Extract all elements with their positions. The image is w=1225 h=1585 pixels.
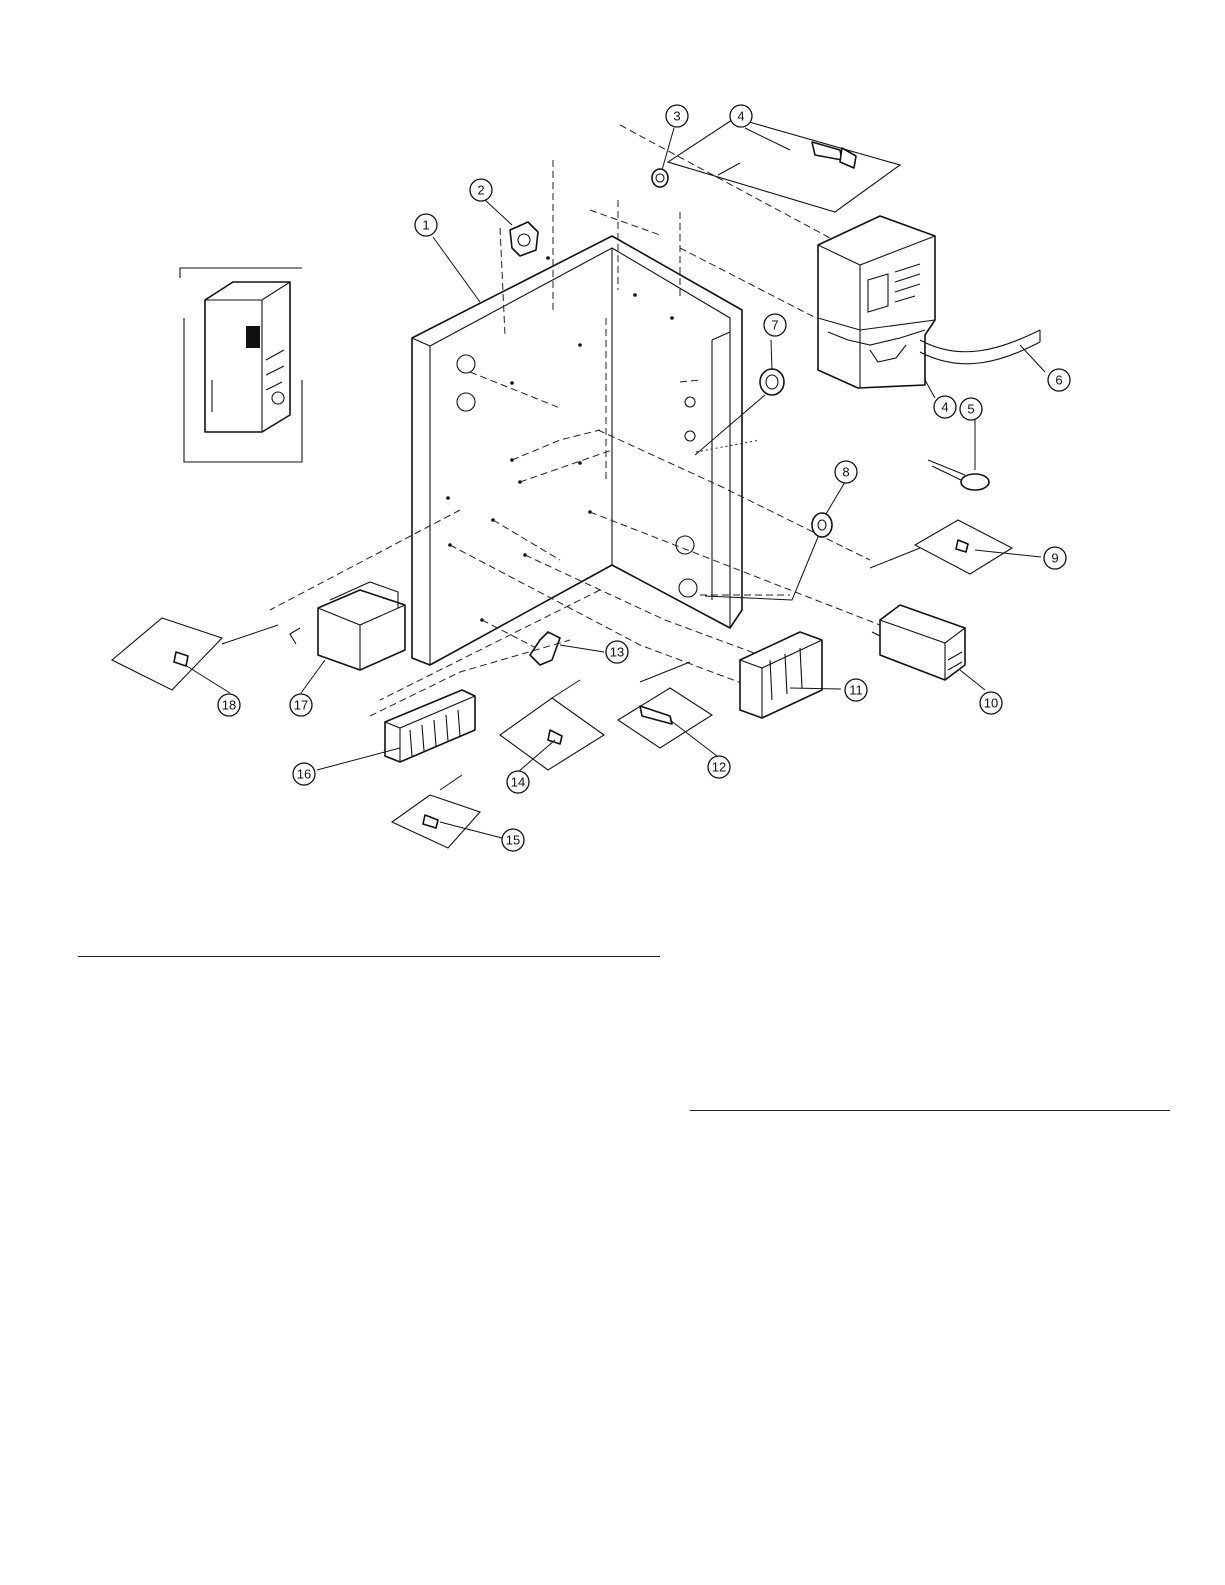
callout-label: 12 bbox=[712, 760, 726, 775]
callout-12: 11 bbox=[845, 679, 867, 701]
callout-label: 2 bbox=[477, 183, 484, 198]
callout-3: 3 bbox=[666, 105, 688, 127]
enclosure-box bbox=[818, 216, 935, 388]
callout-label: 10 bbox=[984, 696, 998, 711]
callout-label: 16 bbox=[297, 767, 311, 782]
callout-8: 7 bbox=[764, 314, 786, 336]
nut-part bbox=[652, 169, 668, 187]
callout-5: 4 bbox=[934, 396, 956, 418]
callout-label: 4 bbox=[941, 400, 948, 415]
screw-box-right bbox=[870, 520, 1012, 574]
terminal-block-part bbox=[740, 632, 822, 718]
callout-label: 5 bbox=[967, 402, 974, 417]
bushing-part bbox=[510, 222, 538, 256]
callout-1: 1 bbox=[415, 214, 437, 236]
transformer-part bbox=[290, 582, 405, 670]
callout-label: 14 bbox=[511, 775, 525, 790]
callout-label: 11 bbox=[849, 683, 863, 698]
callout-14: 13 bbox=[606, 641, 628, 663]
screw-box-18 bbox=[112, 618, 278, 690]
inset-detail-view bbox=[180, 268, 302, 462]
large-bushing-part bbox=[760, 369, 784, 395]
callout-16: 15 bbox=[502, 829, 524, 851]
callout-17: 16 bbox=[293, 763, 315, 785]
callout-4: 4 bbox=[730, 105, 752, 127]
callout-label: 18 bbox=[222, 698, 236, 713]
screw-box-14 bbox=[500, 680, 604, 770]
callout-label: 15 bbox=[506, 833, 520, 848]
divider-rule-right bbox=[690, 1110, 1170, 1111]
callout-label: 1 bbox=[422, 218, 429, 233]
screw-box-top bbox=[668, 118, 900, 212]
callout-18: 17 bbox=[290, 694, 312, 716]
callout-19: 18 bbox=[218, 694, 240, 716]
callout-label: 4 bbox=[737, 109, 744, 124]
callout-13: 12 bbox=[708, 756, 730, 778]
divider-rule-left bbox=[78, 956, 660, 957]
screw-box-15 bbox=[392, 775, 480, 848]
callout-label: 6 bbox=[1055, 373, 1062, 388]
callout-7: 6 bbox=[1048, 369, 1070, 391]
callout-10: 9 bbox=[1044, 547, 1066, 569]
callout-label: 17 bbox=[294, 698, 308, 713]
back-panel bbox=[412, 236, 742, 665]
callout-6: 5 bbox=[960, 398, 982, 420]
clip-part bbox=[530, 632, 560, 665]
callout-2: 2 bbox=[470, 179, 492, 201]
screw-box-12 bbox=[618, 662, 712, 748]
grommet-part bbox=[812, 513, 832, 537]
callout-label: 3 bbox=[673, 109, 680, 124]
callout-15: 14 bbox=[507, 771, 529, 793]
sensor-part bbox=[928, 460, 989, 490]
callout-11: 10 bbox=[980, 692, 1002, 714]
relay-part bbox=[872, 605, 965, 680]
callout-label: 8 bbox=[842, 465, 849, 480]
callout-label: 13 bbox=[610, 645, 624, 660]
callout-label: 7 bbox=[771, 318, 778, 333]
callout-9: 8 bbox=[835, 461, 857, 483]
callout-label: 9 bbox=[1051, 551, 1058, 566]
